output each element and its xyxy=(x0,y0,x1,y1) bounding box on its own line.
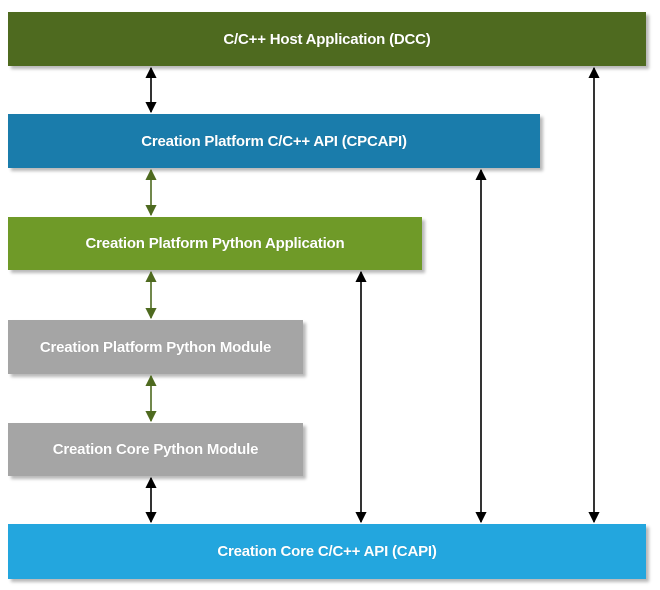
layer-label-pymod: Creation Platform Python Module xyxy=(39,338,272,356)
layer-label-dcc: C/C++ Host Application (DCC) xyxy=(223,30,431,48)
layer-creation-core-cpp-api: Creation Core C/C++ API (CAPI) xyxy=(8,524,646,579)
layer-label-capi: Creation Core C/C++ API (CAPI) xyxy=(217,543,437,560)
layer-creation-platform-python-application: Creation Platform Python Application xyxy=(8,217,422,270)
layer-label-pyapp: Creation Platform Python Application xyxy=(85,235,345,252)
layer-creation-core-python-module: Creation Core Python Module xyxy=(8,423,303,476)
layer-label-coremod: Creation Core Python Module xyxy=(52,441,259,458)
layer-label-cpcapi: Creation Platform C/C++ API (CPCAPI) xyxy=(141,132,407,150)
layer-creation-platform-cpp-api: Creation Platform C/C++ API (CPCAPI) xyxy=(8,114,540,168)
layer-host-application-dcc: C/C++ Host Application (DCC) xyxy=(8,12,646,66)
layer-creation-platform-python-module: Creation Platform Python Module xyxy=(8,320,303,374)
